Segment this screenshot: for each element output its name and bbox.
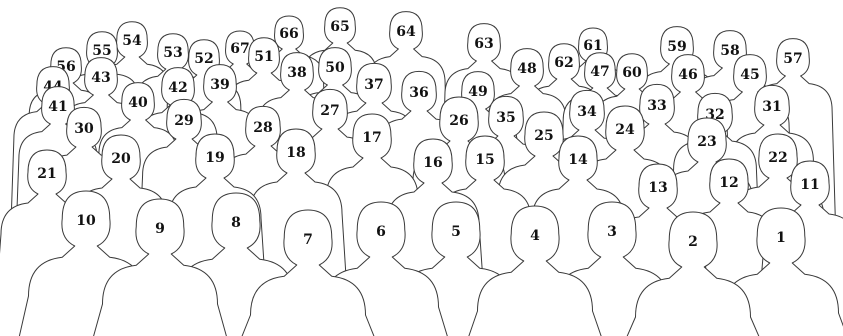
person-number-label: 55: [92, 43, 111, 59]
person-number-label: 40: [128, 95, 148, 111]
person-number-label: 29: [174, 113, 193, 129]
person-number-label: 36: [409, 85, 428, 101]
person-number-label: 64: [396, 24, 416, 40]
person-number-label: 65: [330, 19, 349, 35]
person-number-label: 35: [496, 110, 515, 126]
person-number-label: 45: [740, 67, 759, 83]
person-number-label: 2: [688, 234, 698, 250]
person-number-label: 30: [74, 121, 94, 137]
person-number-label: 43: [91, 70, 110, 86]
person-number-label: 4: [530, 228, 540, 244]
person-number-label: 60: [622, 65, 642, 81]
person-number-label: 1: [776, 230, 786, 246]
person-number-label: 47: [590, 64, 609, 80]
person-number-label: 17: [362, 130, 381, 146]
person-number-label: 13: [648, 180, 667, 196]
person-number-label: 25: [534, 128, 553, 144]
person-number-label: 31: [762, 99, 781, 115]
person-number-label: 9: [155, 221, 165, 237]
person-number-label: 27: [320, 103, 339, 119]
person-number-label: 39: [210, 77, 229, 93]
person-number-label: 57: [783, 51, 802, 67]
person-number-label: 63: [474, 36, 493, 52]
person-number-label: 18: [286, 145, 305, 161]
person-number-label: 7: [303, 232, 313, 248]
person-number-label: 37: [364, 77, 383, 93]
person-number-label: 53: [163, 45, 182, 61]
person-number-label: 24: [615, 122, 635, 138]
person-number-label: 20: [111, 151, 131, 167]
person-number-label: 46: [678, 67, 697, 83]
person-number-label: 16: [423, 155, 442, 171]
person-number-label: 67: [230, 41, 249, 57]
person-number-label: 14: [568, 152, 588, 168]
person-number-label: 54: [122, 33, 142, 49]
person-number-label: 10: [76, 213, 96, 229]
person-number-label: 19: [205, 150, 224, 166]
person-number-label: 6: [376, 224, 386, 240]
person-number-label: 8: [231, 215, 241, 231]
person-number-label: 3: [607, 224, 617, 240]
person-number-label: 33: [647, 98, 666, 114]
person-number-label: 12: [719, 175, 738, 191]
person-number-label: 62: [554, 55, 573, 71]
person-number-label: 38: [287, 65, 306, 81]
person-number-label: 49: [468, 84, 487, 100]
person-number-label: 15: [475, 152, 494, 168]
person-number-label: 28: [253, 120, 272, 136]
person-number-label: 48: [517, 61, 536, 77]
person-number-label: 42: [168, 80, 187, 96]
person-number-label: 51: [254, 49, 273, 65]
person-number-label: 52: [194, 51, 213, 67]
person-number-label: 23: [697, 134, 716, 150]
person-number-label: 26: [449, 113, 468, 129]
person-number-label: 5: [451, 224, 461, 240]
person-number-label: 61: [583, 38, 602, 54]
person-number-label: 21: [37, 166, 56, 182]
person-number-label: 34: [577, 104, 597, 120]
person-number-label: 58: [720, 43, 739, 59]
person-number-label: 66: [279, 26, 298, 42]
person-number-label: 41: [48, 99, 67, 115]
person-number-label: 11: [800, 177, 819, 193]
person-number-label: 50: [325, 60, 345, 76]
person-number-label: 59: [667, 39, 686, 55]
person-number-label: 22: [768, 150, 787, 166]
